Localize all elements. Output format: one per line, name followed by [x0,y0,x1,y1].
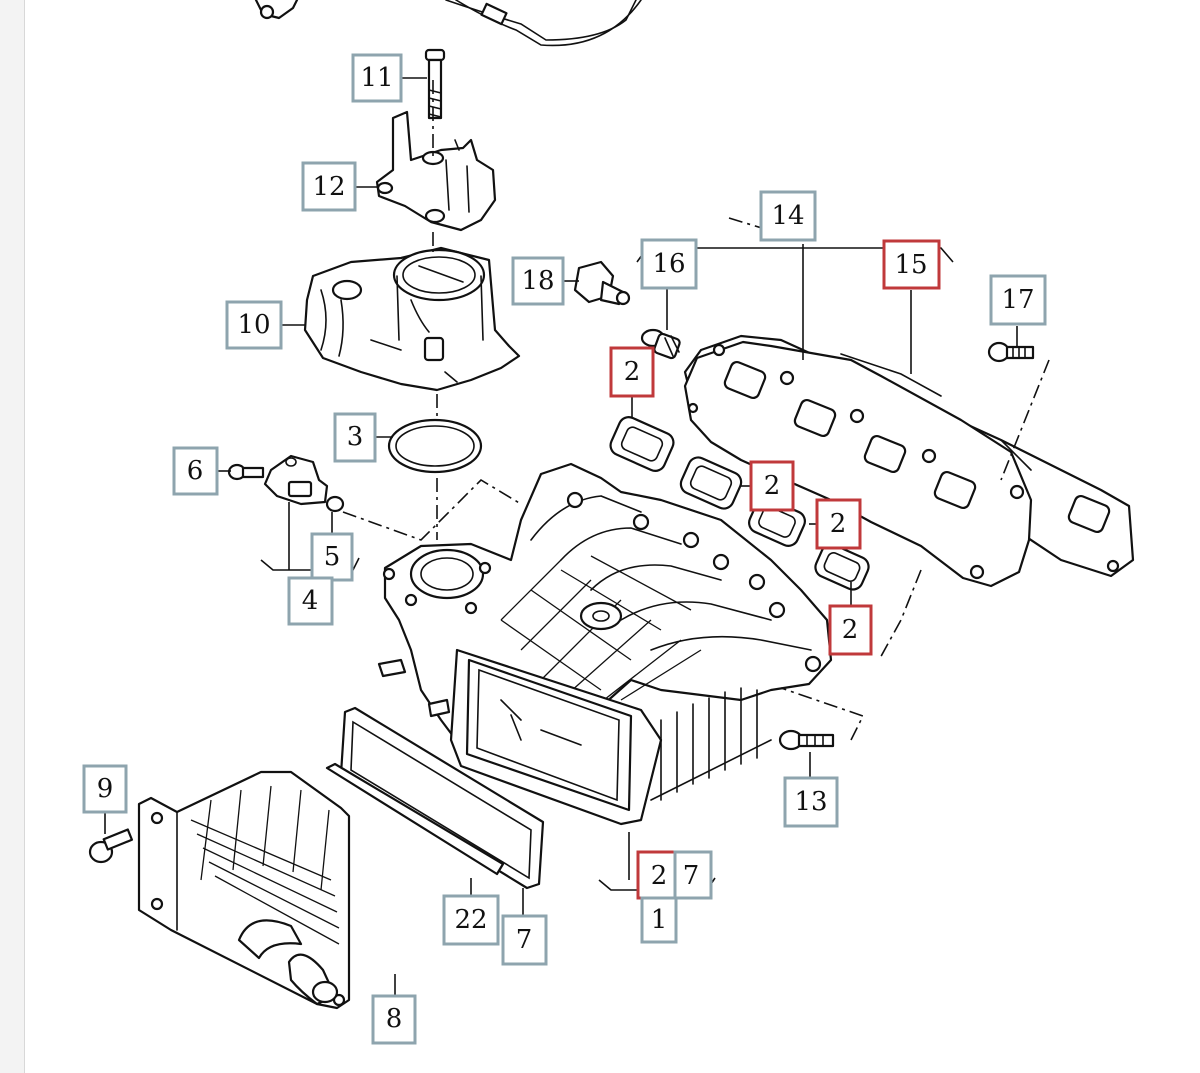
svg-text:17: 17 [1001,285,1034,315]
callout-2[interactable]: 2 [609,346,655,398]
svg-text:16: 16 [652,249,685,279]
svg-text:6: 6 [187,456,204,486]
top-hose-fragment [254,0,642,47]
callout-16[interactable]: 16 [640,238,698,290]
svg-text:14: 14 [771,201,804,231]
callout-15[interactable]: 15 [882,239,941,290]
manifold-ribs [500,555,702,711]
callout-4[interactable]: 4 [287,576,334,626]
svg-text:2: 2 [842,615,859,645]
svg-text:9: 9 [97,774,114,804]
temperature-sensor [573,260,631,306]
bolt-9 [88,828,134,864]
callout-11[interactable]: 11 [351,53,403,103]
bolt-13 [778,729,835,751]
callout-7-a[interactable]: 7 [673,850,713,900]
svg-text:2: 2 [830,509,847,539]
callout-13[interactable]: 13 [783,776,839,828]
svg-text:11: 11 [360,63,393,93]
callout-17[interactable]: 17 [989,274,1047,326]
callout-1[interactable]: 1 [640,896,678,944]
svg-text:2: 2 [624,357,641,387]
svg-text:5: 5 [324,542,341,572]
svg-text:8: 8 [386,1004,403,1034]
callout-3[interactable]: 3 [333,412,377,463]
svg-text:12: 12 [312,172,345,202]
svg-text:7: 7 [683,861,700,891]
svg-text:15: 15 [894,250,927,280]
diagram-sheet: 11 12 10 18 16 14 15 17 2 3 6 5 4 2 2 2 … [24,0,1200,1073]
intake-manifold [377,462,833,826]
svg-text:2: 2 [764,471,781,501]
assembly-lines [342,80,1050,741]
callout-8[interactable]: 8 [371,994,417,1045]
manifold-runners [530,495,812,651]
callout-7-b[interactable]: 7 [501,914,548,966]
svg-text:7: 7 [516,925,533,955]
callout-10[interactable]: 10 [225,300,283,350]
svg-text:3: 3 [347,422,364,452]
sensor-seal [325,495,345,513]
callout-6[interactable]: 6 [172,446,219,496]
lower-fins [650,687,772,801]
seal-strip [325,762,505,876]
callout-18[interactable]: 18 [511,256,565,306]
svg-text:4: 4 [302,586,319,616]
exploded-parts-diagram: 11 12 10 18 16 14 15 17 2 3 6 5 4 2 2 2 … [82,0,1135,1045]
callout-5[interactable]: 5 [310,532,354,582]
map-sensor [263,454,329,506]
callout-14[interactable]: 14 [759,190,817,242]
svg-text:1: 1 [651,905,668,935]
callout-9[interactable]: 9 [82,764,128,814]
svg-text:22: 22 [454,905,487,935]
callout-12[interactable]: 12 [301,161,357,212]
charge-air-cooler [137,770,351,1010]
mounting-bracket [375,110,497,232]
sensor-screw [227,463,265,481]
svg-text:13: 13 [794,787,827,817]
svg-text:2: 2 [651,861,668,891]
screw-plug [640,328,681,360]
callout-2-d[interactable]: 2 [828,604,873,656]
svg-text:10: 10 [237,310,270,340]
callout-2-b[interactable]: 2 [749,460,795,512]
svg-text:18: 18 [521,266,554,296]
gasket-holes [687,343,1120,580]
callout-2-c[interactable]: 2 [815,498,862,550]
cooler-fins [190,785,340,945]
gasket-ports [723,360,1111,534]
manifold-gasket [683,334,1135,588]
bolt-17 [987,341,1035,363]
throttle-body [303,246,521,392]
callout-22[interactable]: 22 [442,894,500,946]
o-ring [387,418,483,474]
bolt [424,48,446,120]
